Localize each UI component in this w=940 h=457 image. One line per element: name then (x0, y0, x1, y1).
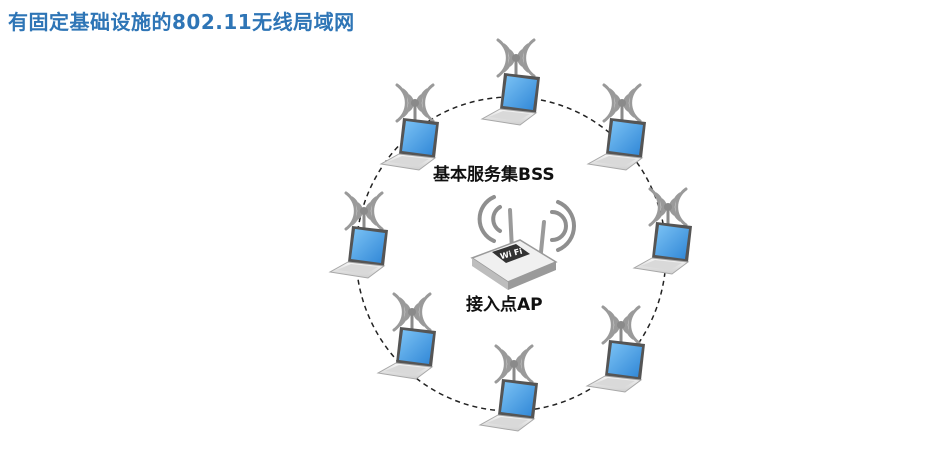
page-title: 有固定基础设施的802.11无线局域网 (8, 10, 355, 34)
station-laptop-icon (480, 38, 542, 127)
station-laptop-icon (376, 292, 438, 381)
station-laptop-icon (328, 191, 390, 280)
station-laptop-icon (586, 83, 648, 172)
station-laptop-icon (478, 344, 540, 433)
bss-label: 基本服务集BSS (433, 165, 555, 185)
wifi-router-icon: Wi Fi (470, 195, 576, 290)
station-laptop-icon (585, 305, 647, 394)
station-laptop-icon (632, 187, 694, 276)
ap-label: 接入点AP (466, 295, 543, 315)
